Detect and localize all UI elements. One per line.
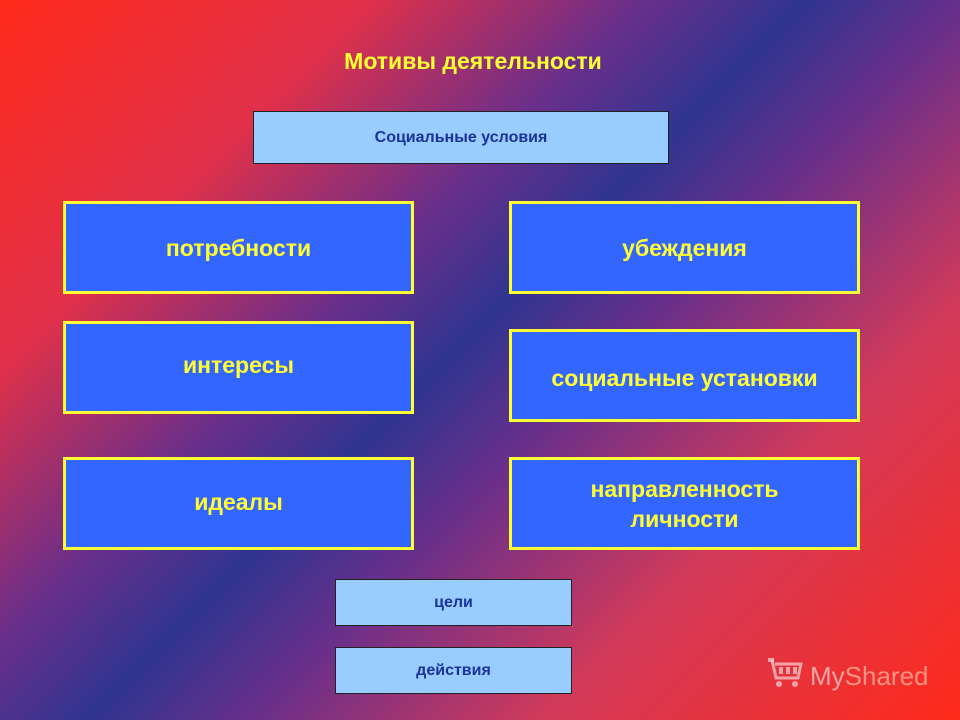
watermark-my: My bbox=[810, 661, 845, 691]
personality-orientation-box: направленность личности bbox=[509, 457, 860, 550]
diagram-title: Мотивы деятельности bbox=[344, 48, 602, 74]
interests-box: интересы bbox=[63, 321, 414, 414]
goals-box: цели bbox=[335, 579, 572, 626]
social-attitudes-box: социальные установки bbox=[509, 329, 860, 422]
beliefs-box: убеждения bbox=[509, 201, 860, 294]
shopping-cart-icon bbox=[766, 656, 804, 697]
social-conditions-box: Социальные условия bbox=[253, 111, 669, 164]
needs-box: потребности bbox=[63, 201, 414, 294]
watermark-shared: Shared bbox=[844, 661, 929, 691]
ideals-box: идеалы bbox=[63, 457, 414, 550]
actions-box: действия bbox=[335, 647, 572, 694]
